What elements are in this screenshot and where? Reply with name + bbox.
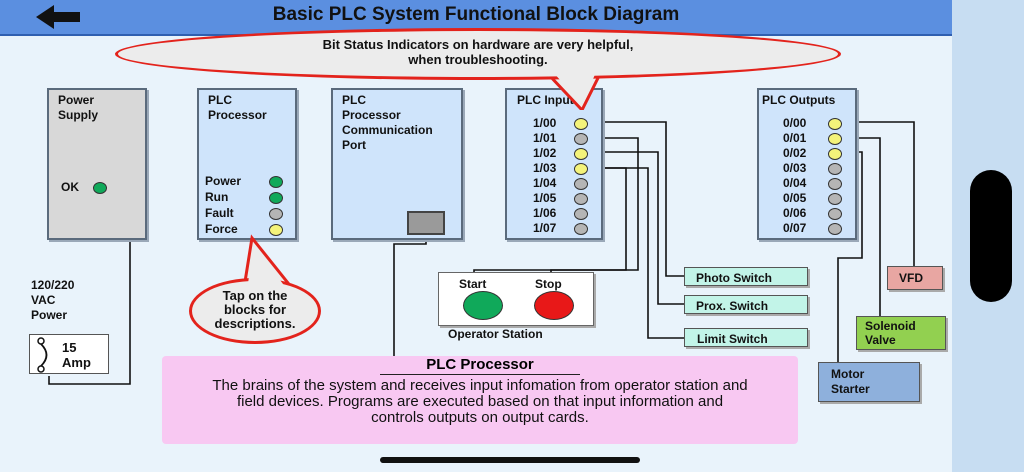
tip-bottom-line1: Tap on the [222, 288, 288, 303]
vfd-device[interactable]: VFD [887, 266, 943, 290]
plc-outputs-title: PLC Outputs [762, 93, 836, 107]
power-source-label: 120/220 VAC Power [31, 278, 75, 322]
output-point-label: 0/00 [783, 116, 807, 130]
input-status-led-icon [574, 133, 588, 145]
output-status-led-icon [828, 133, 842, 145]
input-status-led-icon [574, 118, 588, 130]
ok-led-icon [93, 182, 107, 194]
output-status-led-icon [828, 208, 842, 220]
input-point-label: 1/03 [533, 161, 557, 175]
input-status-led-icon [574, 193, 588, 205]
operator-station-caption: Operator Station [448, 327, 543, 341]
power-source[interactable]: 120/220 VAC Power 15 Amp [25, 276, 120, 376]
run-indicator-label: Run [205, 190, 229, 204]
page-title: Basic PLC System Functional Block Diagra… [272, 4, 680, 25]
comm-port-connector-icon [407, 211, 445, 235]
description-underline [380, 374, 580, 375]
limit-switch-device[interactable]: Limit Switch [684, 328, 808, 347]
input-point-label: 1/07 [533, 221, 557, 235]
diagram-canvas: Basic PLC System Functional Block Diagra… [0, 0, 952, 472]
output-point-label: 0/07 [783, 221, 807, 235]
fault-led-icon [269, 208, 283, 220]
input-point-label: 1/02 [533, 146, 557, 160]
motor-starter-device[interactable]: Motor Starter [818, 362, 920, 402]
output-status-led-icon [828, 118, 842, 130]
output-status-led-icon [828, 223, 842, 235]
power-supply-title: Power Supply [58, 93, 99, 122]
description-heading: PLC Processor [426, 356, 534, 373]
output-point-label: 0/02 [783, 146, 807, 160]
stop-button[interactable] [534, 291, 574, 320]
output-point-label: 0/05 [783, 191, 807, 205]
fuse-box: 15 Amp [29, 334, 109, 374]
photo-switch-device[interactable]: Photo Switch [684, 267, 808, 286]
output-point-label: 0/01 [783, 131, 807, 145]
stop-label: Stop [535, 277, 562, 291]
input-point-label: 1/05 [533, 191, 557, 205]
fuse-label: 15 Amp [62, 340, 91, 370]
force-led-icon [269, 224, 283, 236]
output-point-label: 0/03 [783, 161, 807, 175]
description-body: The brains of the system and receives in… [212, 377, 748, 426]
output-point-label: 0/06 [783, 206, 807, 220]
input-point-label: 1/00 [533, 116, 557, 130]
fault-indicator-label: Fault [205, 206, 234, 220]
run-led-icon [269, 192, 283, 204]
home-indicator[interactable] [380, 457, 640, 463]
prox-switch-device[interactable]: Prox. Switch [684, 295, 808, 314]
tip-bottom-line2: blocks for [223, 302, 287, 317]
power-indicator-label: Power [205, 174, 242, 188]
input-status-led-icon [574, 163, 588, 175]
description-panel: PLC Processor The brains of the system a… [162, 356, 798, 444]
ok-label: OK [61, 180, 79, 194]
tip-bottom-line3: descriptions. [214, 316, 296, 331]
input-status-led-icon [574, 223, 588, 235]
comm-port-title: PLC Processor Communication Port [342, 93, 433, 152]
force-indicator-label: Force [205, 222, 238, 236]
input-point-label: 1/01 [533, 131, 557, 145]
comm-port-block[interactable]: PLC Processor Communication Port [331, 88, 463, 240]
output-status-led-icon [828, 148, 842, 160]
output-status-led-icon [828, 178, 842, 190]
fuse-icon [37, 337, 48, 373]
plc-processor-title: PLC Processor [208, 93, 267, 122]
input-status-led-icon [574, 178, 588, 190]
back-arrow-icon[interactable] [34, 4, 84, 30]
input-point-label: 1/06 [533, 206, 557, 220]
start-label: Start [459, 277, 487, 291]
start-button[interactable] [463, 291, 503, 320]
input-status-led-icon [574, 148, 588, 160]
power-supply-block[interactable]: Power Supply OK [47, 88, 147, 240]
input-status-led-icon [574, 208, 588, 220]
input-point-label: 1/04 [533, 176, 557, 190]
operator-station[interactable]: Start Stop [438, 272, 594, 326]
tip-top-line2: when troubleshooting. [408, 52, 548, 67]
solenoid-valve-device[interactable]: Solenoid Valve [856, 316, 946, 350]
plc-processor-block[interactable]: PLC Processor Power Run Fault Force [197, 88, 297, 240]
output-status-led-icon [828, 193, 842, 205]
power-led-icon [269, 176, 283, 188]
output-status-led-icon [828, 163, 842, 175]
side-handle[interactable] [970, 170, 1012, 302]
tip-top-line1: Bit Status Indicators on hardware are ve… [322, 37, 634, 52]
output-point-label: 0/04 [783, 176, 807, 190]
